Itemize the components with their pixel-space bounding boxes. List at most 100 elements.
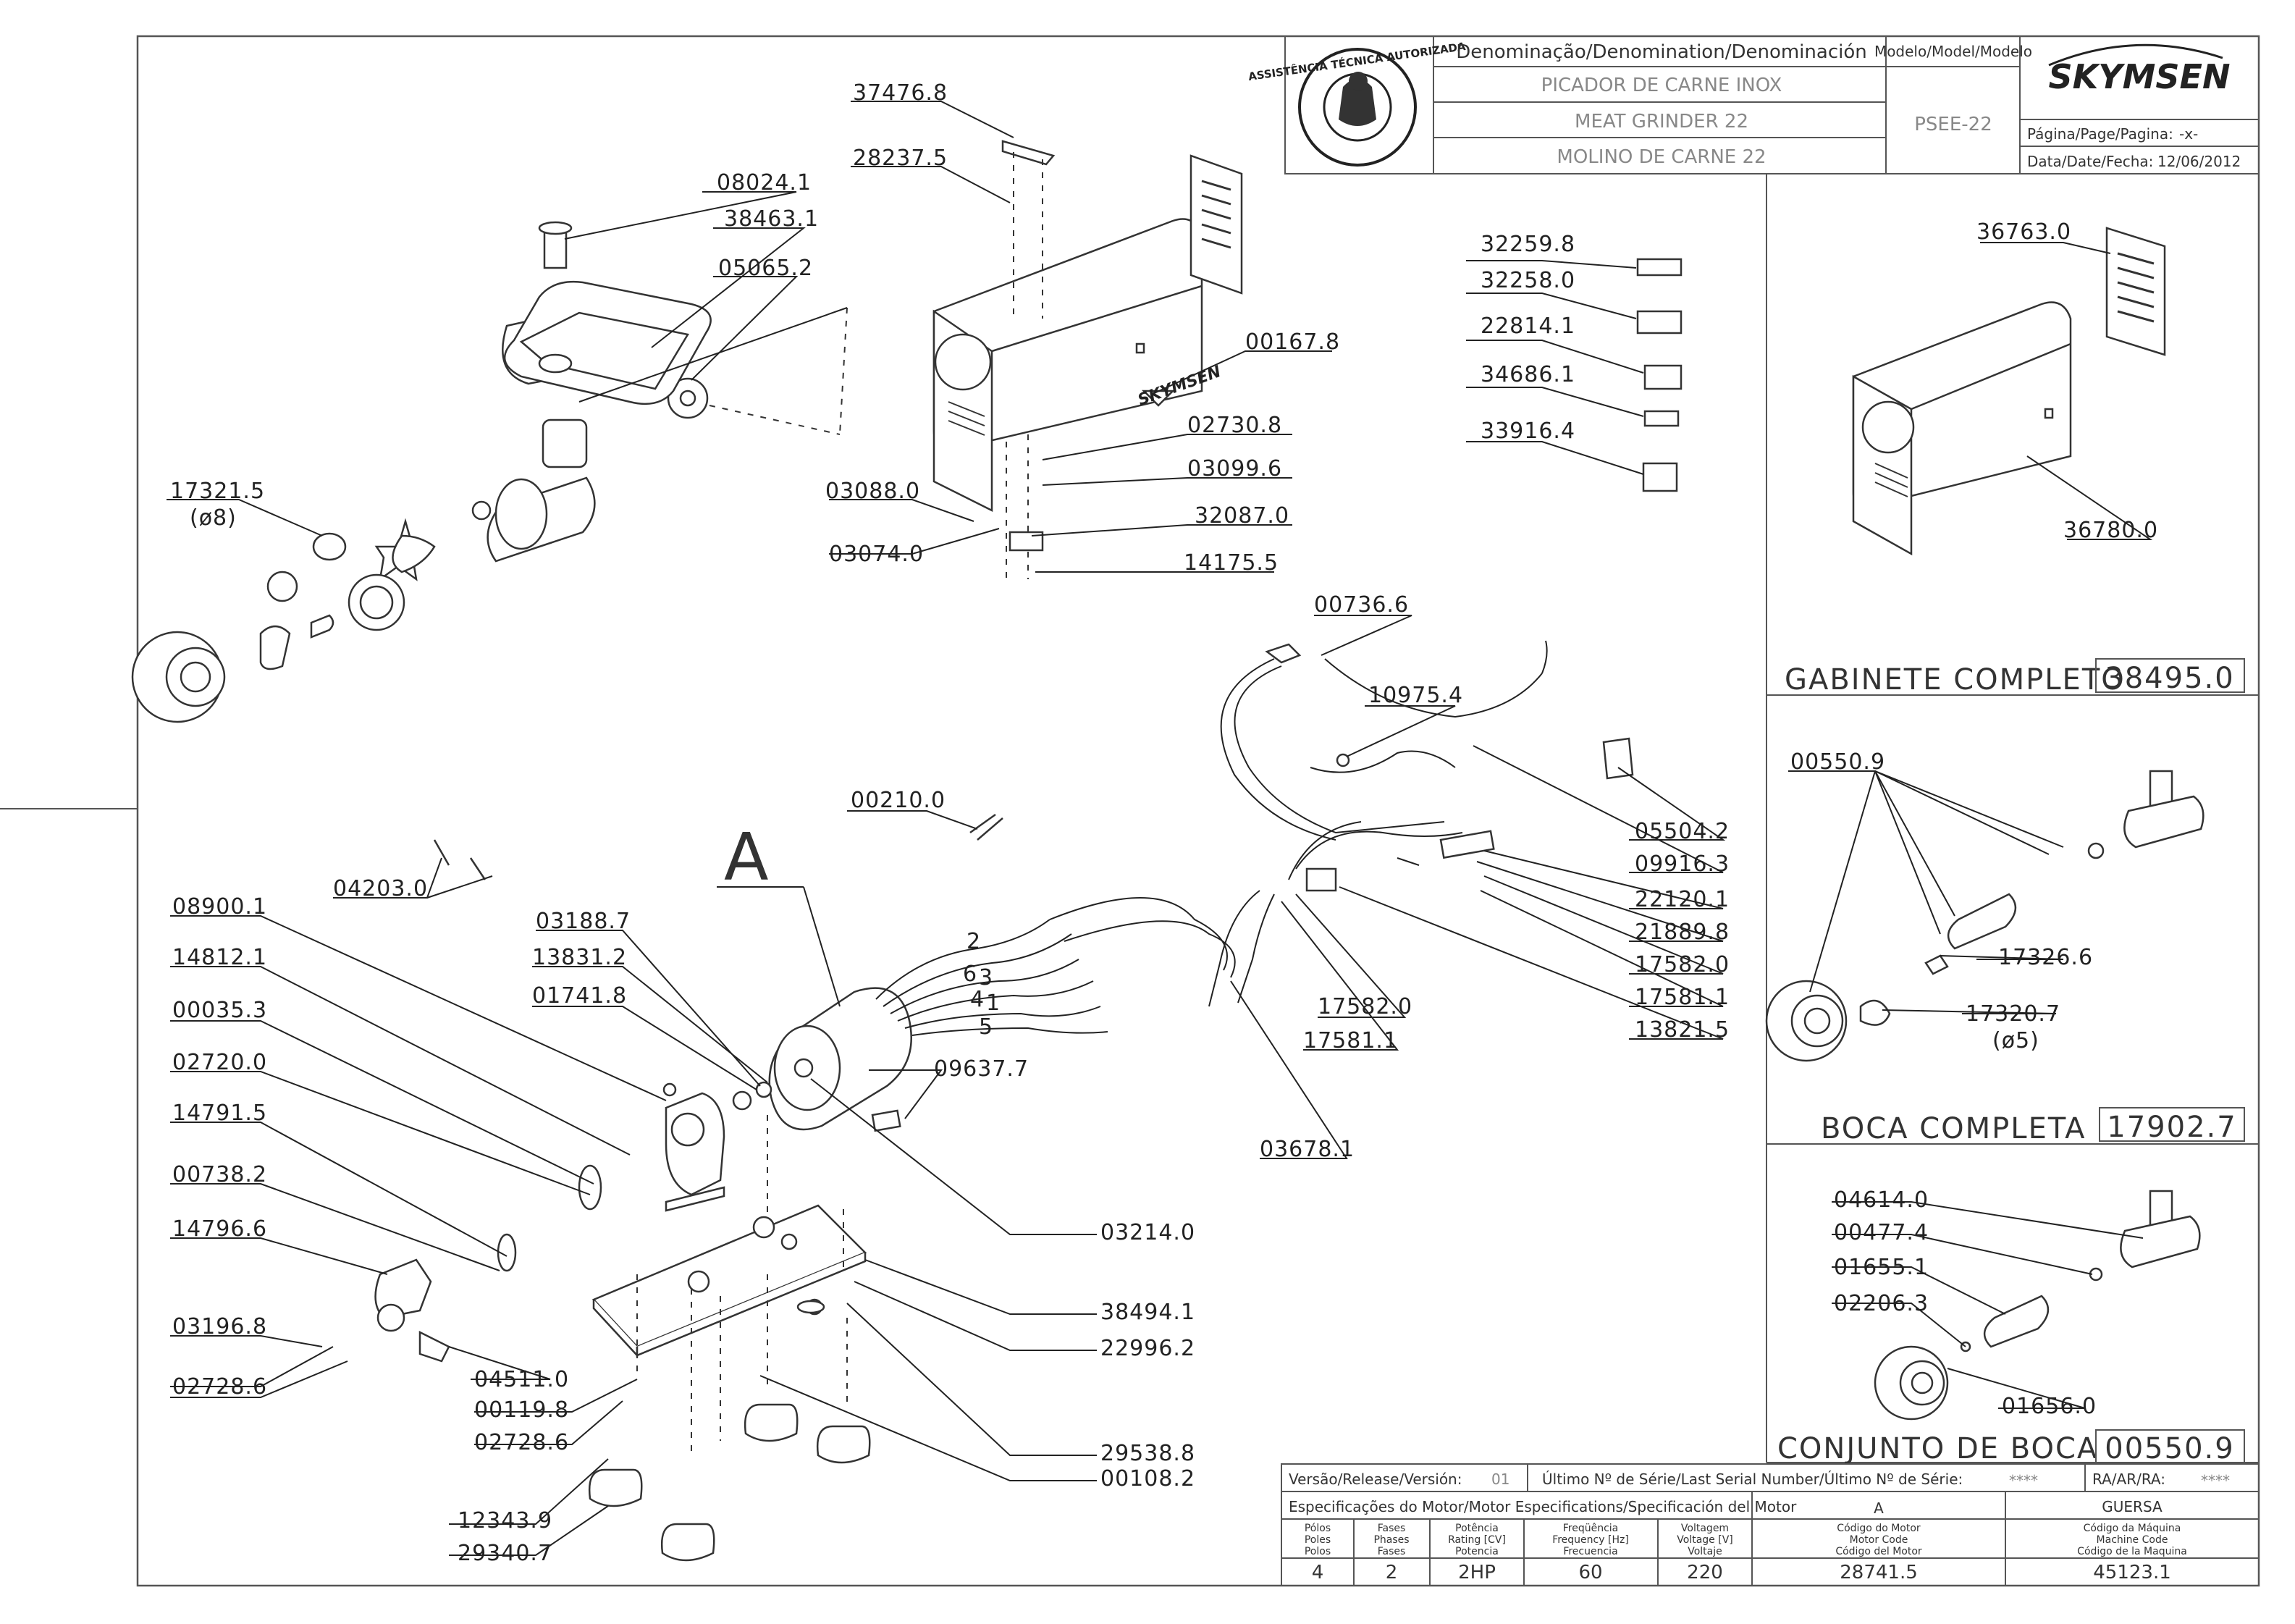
part-label: 22814.1 — [1481, 314, 1575, 339]
part-label: 17582.0 — [1635, 952, 1730, 977]
poles-value: 4 — [1312, 1562, 1324, 1583]
part-label: (ø5) — [1992, 1028, 2039, 1053]
svg-text:Fases: Fases — [1378, 1546, 1406, 1557]
part-label: 00119.8 — [474, 1397, 569, 1423]
part-label: 34686.1 — [1481, 362, 1575, 387]
part-label: 05504.2 — [1635, 819, 1730, 844]
svg-text:Voltaje: Voltaje — [1688, 1546, 1722, 1557]
part-label: 13831.2 — [532, 945, 627, 970]
power-value: 2HP — [1458, 1562, 1496, 1583]
wire-number-4: 4 — [970, 987, 985, 1012]
svg-text:Potencia: Potencia — [1455, 1546, 1499, 1557]
part-label: 08024.1 — [717, 170, 812, 195]
part-label: 14796.6 — [172, 1216, 267, 1242]
svg-text:Voltagem: Voltagem — [1681, 1523, 1729, 1534]
part-label: 03678.1 — [1260, 1137, 1355, 1162]
part-label: 03214.0 — [1100, 1220, 1195, 1245]
part-label: 17582.0 — [1318, 994, 1412, 1019]
conjunto-code: 00550.9 — [2105, 1432, 2234, 1465]
frequency-value: 60 — [1578, 1562, 1602, 1583]
conjunto-label: CONJUNTO DE BOCA — [1777, 1432, 2098, 1465]
model-header: Modelo/Model/Modelo — [1874, 43, 2032, 60]
sticker-group — [1636, 258, 1683, 492]
version-label: Versão/Release/Versión: — [1289, 1471, 1462, 1488]
svg-text:Código da Máquina: Código da Máquina — [2084, 1523, 2181, 1534]
part-label: 01655.1 — [1834, 1255, 1929, 1280]
part-label: 17581.1 — [1303, 1028, 1398, 1053]
version-value: 01 — [1491, 1471, 1509, 1488]
part-label: 09637.7 — [934, 1056, 1029, 1082]
motor-code-value: 28741.5 — [1840, 1562, 1918, 1583]
part-label: 02728.6 — [474, 1430, 569, 1455]
cabinet-group: SKYMSEN — [932, 140, 1243, 579]
svg-text:Pólos: Pólos — [1305, 1523, 1331, 1534]
part-label: 00477.4 — [1834, 1220, 1929, 1245]
part-label: 13821.5 — [1635, 1017, 1730, 1043]
part-label: 33916.4 — [1481, 418, 1575, 444]
gabinete-completo-drawing — [1852, 227, 2166, 556]
part-labels: 37476.8 28237.5 08024.1 38463.1 05065.2 … — [170, 80, 2157, 1566]
motor-group: 2 6 3 4 1 5 A — [717, 820, 1236, 1131]
motor-spec-header: Especificações do Motor/Motor Especifica… — [1289, 1498, 1797, 1515]
part-label: (ø8) — [190, 505, 237, 531]
part-label: 02720.0 — [172, 1050, 267, 1075]
part-label: 05065.2 — [718, 256, 813, 281]
detail-letter: A — [724, 820, 769, 896]
part-label: 17326.6 — [1998, 945, 2093, 970]
part-label: 28237.5 — [853, 146, 948, 171]
wire-number-3: 3 — [979, 965, 993, 990]
ra-label: RA/AR/RA: — [2092, 1471, 2165, 1488]
part-label: 29538.8 — [1100, 1441, 1195, 1466]
svg-text:Código de la Maquina: Código de la Maquina — [2077, 1546, 2187, 1557]
part-label: 00210.0 — [851, 788, 946, 813]
part-label: 38494.1 — [1100, 1300, 1195, 1325]
denomination-header: Denominação/Denomination/Denominación — [1456, 41, 1866, 63]
spec-block: Versão/Release/Versión: 01 Último Nº de … — [1281, 1463, 2260, 1586]
part-label: 14791.5 — [172, 1101, 267, 1126]
part-label: 17581.1 — [1635, 985, 1730, 1010]
serial-label: Último Nº de Série/Last Serial Number/Úl… — [1542, 1471, 1963, 1488]
model-value: PSEE-22 — [1914, 114, 1992, 135]
part-label: 00550.9 — [1790, 749, 1885, 775]
part-label: 22996.2 — [1100, 1336, 1195, 1361]
boca-completa-drawing — [1765, 770, 2205, 1062]
wire-number-5: 5 — [979, 1014, 993, 1040]
part-label: 38463.1 — [724, 206, 819, 232]
wiring-group — [1208, 640, 1634, 1007]
date-value: 12/06/2012 — [2157, 153, 2241, 170]
part-label: 03099.6 — [1187, 456, 1282, 481]
part-label: 32087.0 — [1195, 503, 1289, 529]
conjunto-boca-drawing — [1874, 1190, 2201, 1421]
wire-number-6: 6 — [963, 962, 977, 987]
svg-text:Motor Code: Motor Code — [1850, 1534, 1908, 1546]
product-name-pt: PICADOR DE CARNE INOX — [1541, 75, 1782, 96]
part-label: 12343.9 — [458, 1508, 552, 1533]
product-name-es: MOLINO DE CARNE 22 — [1557, 146, 1766, 168]
machine-code-value: 45123.1 — [2093, 1562, 2171, 1583]
title-block: ASSISTÊNCIA TÉCNICA AUTORIZADA Denominaç… — [1247, 35, 2260, 174]
ra-value: **** — [2201, 1472, 2230, 1489]
part-label: 03074.0 — [829, 542, 924, 567]
part-label: 14175.5 — [1184, 550, 1279, 576]
part-label: 03196.8 — [172, 1314, 267, 1339]
machine-supplier: GUERSA — [2102, 1498, 2163, 1515]
part-label: 14812.1 — [172, 945, 267, 970]
part-label: 04203.0 — [333, 876, 428, 901]
part-label: 01741.8 — [532, 983, 627, 1009]
wire-number-1: 1 — [986, 990, 1001, 1016]
part-label: 02206.3 — [1834, 1291, 1929, 1316]
part-label: 32259.8 — [1481, 232, 1575, 257]
svg-text:Fases: Fases — [1378, 1523, 1406, 1534]
grinder-head-group — [131, 221, 848, 723]
part-label: 04511.0 — [474, 1367, 569, 1392]
part-label: 10975.4 — [1368, 683, 1463, 708]
date-label: Data/Date/Fecha: — [2027, 153, 2153, 170]
part-label: 32258.0 — [1481, 268, 1575, 293]
part-label: 09916.3 — [1635, 851, 1730, 877]
part-label: 21889.8 — [1635, 920, 1730, 945]
boca-label: BOCA COMPLETA — [1821, 1112, 2086, 1145]
part-label: 02728.6 — [172, 1374, 267, 1400]
phases-value: 2 — [1386, 1562, 1398, 1583]
drawing-frame — [136, 35, 2260, 1587]
part-label: 17321.5 — [170, 479, 265, 504]
